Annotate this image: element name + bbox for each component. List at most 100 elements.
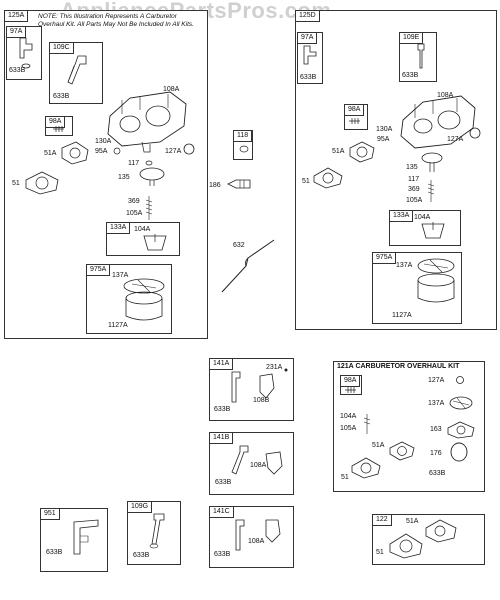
sub-98a-tag[interactable]: 98A — [45, 116, 66, 128]
label-186: 186 — [209, 182, 221, 189]
sub-98a-tag-right[interactable]: 98A — [344, 104, 365, 116]
sub-98a-tag-kit[interactable]: 98A — [340, 375, 361, 387]
label-137a: 137A — [112, 272, 129, 279]
choke-lever-141a-drawing — [231, 368, 288, 403]
float-135-drawing-right — [421, 152, 443, 172]
gasket-51-drawing-122 — [389, 533, 423, 559]
spring-screw-105a-drawing-right — [427, 180, 435, 202]
label-1127a: 1127A — [392, 312, 412, 319]
label-108b: 108B — [253, 397, 270, 404]
label-117: 117 — [128, 160, 140, 167]
oring-127a-drawing-kit — [456, 376, 464, 384]
kit-125a-tag[interactable]: 125A — [4, 10, 29, 22]
part-118-drawing — [239, 145, 249, 153]
choke-shaft-109c-drawing — [67, 55, 87, 85]
choke-shaft-109e-drawing — [417, 43, 425, 69]
kit-121a-tag[interactable]: 121A — [337, 363, 354, 370]
choke-lever-141c-drawing — [235, 519, 281, 551]
kit-121a-title: 121A CARBURETOR OVERHAUL KIT — [337, 363, 459, 370]
spring-95a-drawing — [113, 147, 121, 155]
fuel-tank-975a-drawing — [123, 278, 165, 321]
oring-127a-drawing — [183, 143, 195, 155]
label-95a: 95A — [95, 148, 108, 155]
sub-133a-tag-right[interactable]: 133A — [389, 210, 414, 222]
gasket-51a-drawing-right — [349, 141, 375, 163]
label-95a: 95A — [377, 136, 390, 143]
label-633b: 633B — [214, 406, 231, 413]
gasket-51-drawing-kit — [351, 457, 381, 479]
label-632: 632 — [233, 242, 245, 249]
label-130a: 130A — [376, 126, 393, 133]
label-117: 117 — [408, 176, 420, 183]
screw-104a-drawing-kit — [363, 414, 371, 434]
label-108a: 108A — [250, 462, 267, 469]
oring-127a-drawing-right — [469, 127, 481, 139]
fuel-tank-975a-drawing-right — [417, 258, 455, 303]
label-633b: 633B — [133, 552, 150, 559]
label-130a: 130A — [95, 138, 112, 145]
kit-125a-note: NOTE: This Illustration Represents A Car… — [38, 13, 194, 28]
carburetor-body-drawing-right — [400, 95, 476, 149]
kit-109g-tag[interactable]: 109G — [127, 501, 153, 513]
sub-133a-tag[interactable]: 133A — [106, 222, 131, 234]
screw-97a-drawing — [19, 37, 33, 69]
kit-141c-tag[interactable]: 141C — [209, 506, 234, 518]
bowl-133a-drawing — [143, 234, 167, 251]
float-bowl-135-drawing — [139, 167, 165, 186]
label-104a: 104A — [340, 413, 357, 420]
kit-141a-tag[interactable]: 141A — [209, 358, 234, 370]
label-633b: 633B — [46, 549, 63, 556]
screw-98a-drawing-kit — [345, 387, 356, 393]
label-51a: 51A — [44, 150, 57, 157]
kit-125d-tag[interactable]: 125D — [295, 10, 320, 22]
sub-975a-tag[interactable]: 975A — [86, 264, 111, 276]
cap-137a-drawing-kit — [449, 396, 473, 410]
bowl-133a-drawing-right — [421, 222, 445, 239]
label-105a: 105A — [406, 197, 423, 204]
label-104a: 104A — [134, 226, 151, 233]
label-369: 369 — [408, 186, 420, 193]
sub-118-tag[interactable]: 118 — [233, 130, 253, 142]
link-632-drawing — [221, 239, 275, 293]
gasket-51-drawing-right — [313, 167, 343, 189]
sub-975a-box-right — [372, 252, 462, 324]
label-51: 51 — [302, 178, 310, 185]
label-135: 135 — [406, 164, 418, 171]
label-633b: 633B — [214, 551, 231, 558]
label-369: 369 — [128, 198, 140, 205]
sub-975a-tag-right[interactable]: 975A — [372, 252, 397, 264]
label-51: 51 — [376, 549, 384, 556]
label-633b: 633B — [53, 93, 70, 100]
label-51a: 51A — [332, 148, 345, 155]
label-1127a: 1127A — [108, 322, 128, 329]
sub-109c-tag[interactable]: 109C — [49, 42, 74, 54]
washer-117-drawing — [145, 160, 153, 166]
kit-951-tag[interactable]: 951 — [40, 508, 60, 520]
kit-141b-tag[interactable]: 141B — [209, 432, 234, 444]
screw-97a-drawing-right — [303, 45, 317, 65]
label-135: 135 — [118, 174, 130, 181]
kit-121a-title-text: CARBURETOR OVERHAUL KIT — [355, 363, 460, 370]
gasket-51a-drawing-kit — [389, 441, 415, 461]
label-51: 51 — [12, 180, 20, 187]
label-127a: 127A — [428, 377, 445, 384]
label-633b: 633B — [215, 479, 232, 486]
label-105a: 105A — [126, 210, 143, 217]
sub-97a-tag-right[interactable]: 97A — [297, 32, 318, 44]
label-163: 163 — [430, 426, 442, 433]
label-108a: 108A — [437, 92, 454, 99]
sub-97a-tag[interactable]: 97A — [6, 26, 27, 38]
label-51a: 51A — [372, 442, 385, 449]
spring-screw-105a-drawing — [145, 196, 153, 220]
fitting-186-drawing — [227, 179, 251, 189]
label-137a: 137A — [428, 400, 445, 407]
kit-122-tag[interactable]: 122 — [372, 514, 392, 526]
label-105a: 105A — [340, 425, 357, 432]
gasket-163-drawing-kit — [447, 421, 475, 439]
choke-lever-141b-drawing — [231, 445, 283, 475]
bracket-951-drawing — [73, 519, 99, 555]
label-108a: 108A — [163, 86, 180, 93]
label-176: 176 — [430, 450, 442, 457]
sub-109e-tag[interactable]: 109E — [399, 32, 424, 44]
screw-98a-drawing-right — [349, 118, 360, 124]
